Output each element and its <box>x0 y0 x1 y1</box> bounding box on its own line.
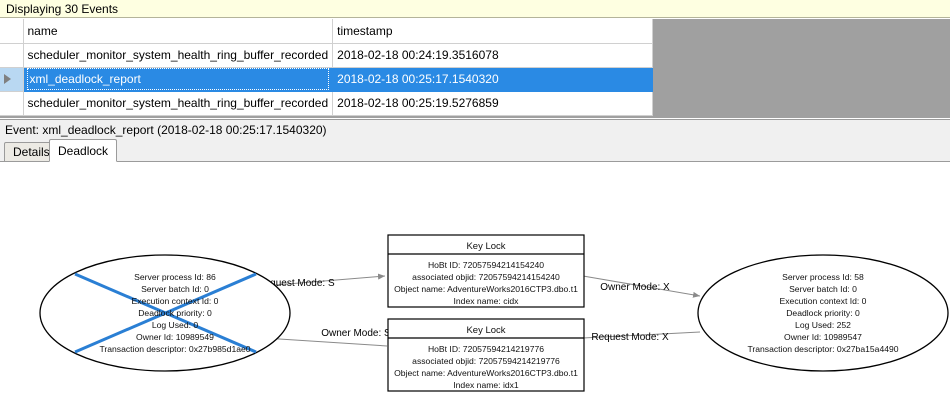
resource-node-key-lock-bottom[interactable]: Key Lock HoBt ID: 72057594214219776 asso… <box>387 318 585 392</box>
key-lock-top-line-3: Index name: cidx <box>454 296 520 306</box>
table-row[interactable]: scheduler_monitor_system_health_ring_buf… <box>0 43 654 68</box>
key-lock-top-title: Key Lock <box>466 241 505 252</box>
row-pointer-icon <box>4 74 11 85</box>
events-table-header-row: name timestamp <box>0 19 654 44</box>
process-left-line-5: Owner Id: 10989549 <box>136 332 214 342</box>
event-caption-label: Event: xml_deadlock_report (2018-02-18 0… <box>5 123 327 137</box>
process-right-line-3: Deadlock priority: 0 <box>786 308 860 318</box>
key-lock-bottom-line-2: Object name: AdventureWorks2016CTP3.dbo.… <box>394 368 578 378</box>
key-lock-bottom-line-1: associated objid: 72057594214219776 <box>412 356 560 366</box>
table-row-selected[interactable]: xml_deadlock_report 2018-02-18 00:25:17.… <box>0 67 654 92</box>
key-lock-bottom-line-0: HoBt ID: 72057594214219776 <box>428 344 544 354</box>
events-banner: Displaying 30 Events <box>0 0 950 18</box>
resource-node-key-lock-top[interactable]: Key Lock HoBt ID: 72057594214154240 asso… <box>387 234 585 308</box>
events-banner-label: Displaying 30 Events <box>6 2 119 16</box>
key-lock-top-line-1: associated objid: 72057594214154240 <box>412 272 560 282</box>
edge-label-right-request: Request Mode: X <box>591 332 669 343</box>
process-left-line-0: Server process Id: 86 <box>134 272 216 282</box>
process-left-line-6: Transaction descriptor: 0x27b985d1ae0 <box>99 344 250 354</box>
tab-strip: Details Deadlock <box>0 138 950 162</box>
edge-label-left-owner: Owner Mode: S <box>321 328 391 339</box>
row-selector-cell[interactable] <box>0 67 24 92</box>
cell-name-focused: xml_deadlock_report <box>26 68 330 90</box>
row-selector-cell[interactable] <box>0 43 24 68</box>
process-right-line-2: Execution context Id: 0 <box>780 296 867 306</box>
process-right-line-5: Owner Id: 10989547 <box>784 332 862 342</box>
column-header-name[interactable]: name <box>23 19 334 44</box>
column-header-timestamp[interactable]: timestamp <box>332 19 654 44</box>
victim-cross-line-2 <box>74 272 257 354</box>
key-lock-bottom-title: Key Lock <box>466 325 505 336</box>
cell-name[interactable]: scheduler_monitor_system_health_ring_buf… <box>23 91 334 116</box>
cell-name[interactable]: xml_deadlock_report <box>23 67 334 92</box>
edge-label-left-request: Request Mode: S <box>257 278 335 289</box>
events-grid[interactable]: name timestamp scheduler_monitor_system_… <box>0 19 950 118</box>
process-right-line-0: Server process Id: 58 <box>782 272 864 282</box>
edge-label-right-owner: Owner Mode: X <box>600 282 670 293</box>
row-selector-cell[interactable] <box>0 91 24 116</box>
process-node-left[interactable]: Server process Id: 86 Server batch Id: 0… <box>39 254 291 372</box>
cell-timestamp[interactable]: 2018-02-18 00:25:19.5276859 <box>332 91 654 116</box>
column-header-selector[interactable] <box>0 19 24 44</box>
deadlock-graph-canvas[interactable]: Request Mode: S Owner Mode: X Owner Mode… <box>0 161 950 400</box>
process-left-line-1: Server batch Id: 0 <box>141 284 209 294</box>
key-lock-bottom-line-3: Index name: idx1 <box>453 380 519 390</box>
key-lock-top-line-0: HoBt ID: 72057594214154240 <box>428 260 544 270</box>
process-right-line-1: Server batch Id: 0 <box>789 284 857 294</box>
event-caption-bar: Event: xml_deadlock_report (2018-02-18 0… <box>0 119 950 138</box>
cell-timestamp[interactable]: 2018-02-18 00:25:17.1540320 <box>332 67 654 92</box>
process-node-right[interactable]: Server process Id: 58 Server batch Id: 0… <box>697 254 949 372</box>
cell-timestamp[interactable]: 2018-02-18 00:24:19.3516078 <box>332 43 654 68</box>
cell-name[interactable]: scheduler_monitor_system_health_ring_buf… <box>23 43 334 68</box>
table-row[interactable]: scheduler_monitor_system_health_ring_buf… <box>0 91 654 116</box>
process-right-line-4: Log Used: 252 <box>795 320 851 330</box>
process-right-line-6: Transaction descriptor: 0x27ba15a4490 <box>747 344 898 354</box>
process-left-line-3: Deadlock priority: 0 <box>138 308 212 318</box>
process-left-line-2: Execution context Id: 0 <box>132 296 219 306</box>
process-left-line-4: Log Used: 0 <box>152 320 199 330</box>
events-table: name timestamp scheduler_monitor_system_… <box>0 19 654 116</box>
key-lock-top-line-2: Object name: AdventureWorks2016CTP3.dbo.… <box>394 284 578 294</box>
tab-deadlock[interactable]: Deadlock <box>49 139 118 162</box>
edge-right-owner[interactable]: Owner Mode: X <box>582 275 701 298</box>
